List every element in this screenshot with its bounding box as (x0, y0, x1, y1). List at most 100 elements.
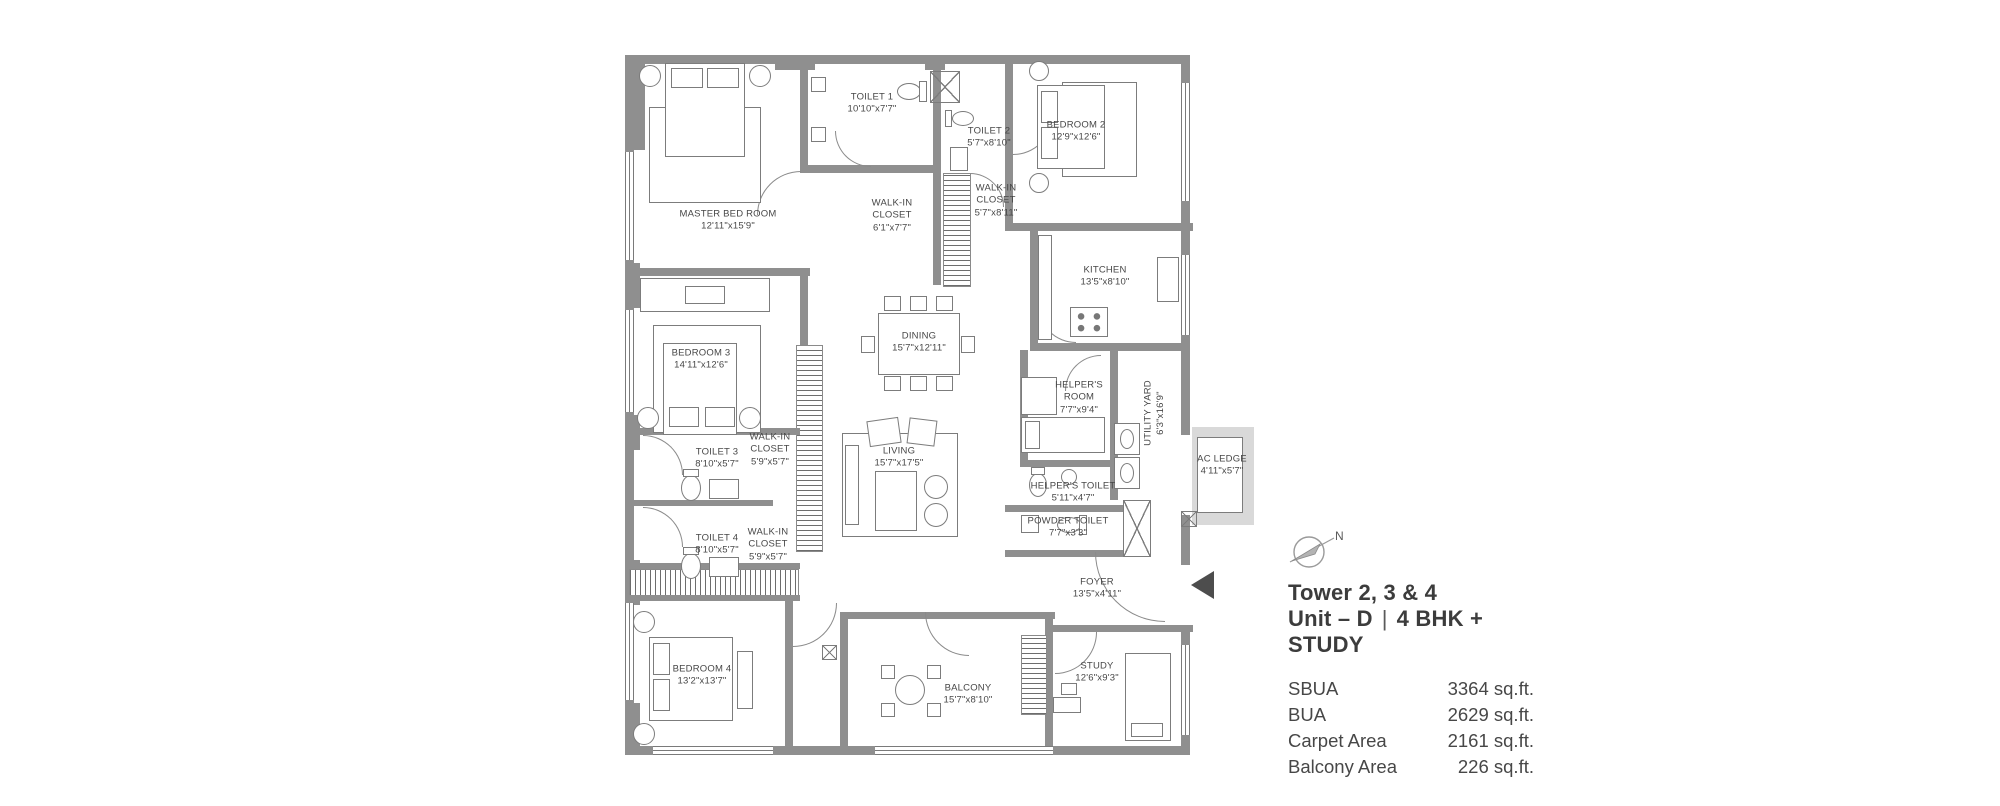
window (875, 746, 1053, 755)
pillow-icon (653, 679, 670, 711)
table-icon (1021, 377, 1057, 415)
washbasin-icon (1061, 469, 1077, 485)
wall (625, 268, 810, 276)
room-dims: 10'10"x7'7" (847, 104, 897, 115)
washbasin-icon (811, 77, 826, 92)
wall (1030, 343, 1190, 351)
area-value: 2629 sq.ft. (1447, 704, 1534, 725)
shaft-icon (1181, 511, 1197, 527)
nightstand-icon (639, 65, 661, 87)
room-dims: 8'10"x5'7" (695, 545, 739, 556)
wall (1005, 55, 1013, 225)
room-name: KITCHEN (1083, 264, 1127, 276)
sofa-icon (845, 445, 859, 525)
room-dims: 8'10"x5'7" (695, 459, 739, 470)
chair-icon (910, 376, 927, 391)
room-dims: 13'5"x8'10" (1080, 277, 1130, 288)
wall (800, 55, 808, 173)
room-name: STUDY (1080, 660, 1114, 672)
toilet-icon (945, 110, 952, 127)
compass-icon (1289, 536, 1335, 568)
chair-icon (881, 703, 895, 717)
tower-title: Tower 2, 3 & 4 (1288, 580, 1438, 605)
room-dims: 5'9"x5'7" (750, 456, 790, 468)
entrance-arrow-icon (1191, 571, 1214, 599)
room-dims: 12'6"x9'3" (1075, 673, 1119, 684)
chair-icon (910, 296, 927, 311)
wall (1020, 460, 1118, 467)
room-name: BEDROOM 4 (672, 663, 732, 675)
pillow-icon (705, 407, 735, 427)
room-name: BEDROOM 2 (1046, 119, 1106, 131)
room-dims: 15'7"x8'10" (943, 695, 993, 706)
wall (625, 595, 800, 601)
pillow-icon (707, 68, 739, 88)
room-name: HELPER'S ROOM (1055, 379, 1103, 403)
chair-icon (884, 296, 901, 311)
pillow-icon (671, 68, 703, 88)
dining-table-icon (878, 313, 960, 375)
room-dims: 12'9"x12'6" (1051, 132, 1101, 143)
area-value: 226 sq.ft. (1457, 756, 1534, 777)
washing-machine-icon (1114, 423, 1140, 455)
nightstand-icon (633, 611, 655, 633)
room-dims: 6'1"x7'7" (872, 222, 912, 234)
chair-icon (861, 336, 875, 353)
door-arc-icon (643, 435, 683, 475)
pillow-icon (1025, 421, 1040, 449)
chair-icon (1061, 683, 1077, 695)
wall (1005, 505, 1123, 512)
toilet-icon (1031, 467, 1045, 475)
chair-icon (927, 665, 941, 679)
door-arc-icon (643, 507, 683, 547)
unit-type: 4 BHK + STUDY (1288, 606, 1484, 657)
room-dims: 12'11"x15'9" (701, 221, 755, 232)
washbasin-icon (1021, 515, 1039, 533)
separator: | (1381, 606, 1388, 631)
room-dims: 5'11"x4'7" (1051, 493, 1095, 504)
room-name: LIVING (882, 445, 916, 457)
nightstand-icon (633, 723, 655, 745)
pillow-icon (669, 407, 699, 427)
chair-icon (936, 296, 953, 311)
room-name: WALK-IN CLOSET (749, 431, 791, 455)
room-dims: 5'9"x5'7" (748, 551, 788, 563)
wall (625, 500, 773, 506)
wall (1030, 231, 1038, 349)
wall (785, 601, 793, 749)
door-arc-icon (793, 603, 837, 647)
shower-icon (709, 479, 739, 499)
armchair-icon (866, 416, 902, 448)
wall (1045, 612, 1053, 746)
chair-icon (927, 703, 941, 717)
room-dims: 13'5"x4'11" (1072, 589, 1122, 600)
room-name: TOILET 3 (695, 446, 739, 458)
room-dims: 4'11"x5'7" (1200, 466, 1244, 477)
compass-north-label: N (1335, 529, 1344, 543)
room-name: AC LEDGE (1197, 453, 1247, 465)
toilet-icon (683, 547, 699, 555)
closet-hatch (796, 345, 823, 552)
info-panel: N Tower 2, 3 & 4 Unit – D|4 BHK + STUDY … (1288, 526, 1548, 780)
room-name: BALCONY (944, 682, 992, 694)
room-dims: 15'7"x17'5" (874, 458, 924, 469)
closet-hatch (943, 173, 971, 287)
pillow-icon (1041, 91, 1058, 123)
unit-title: Unit – D|4 BHK + STUDY (1288, 606, 1548, 658)
room-dims: 6'3"x16'9" (1155, 391, 1166, 435)
toilet-icon (919, 81, 927, 102)
window (625, 310, 634, 412)
